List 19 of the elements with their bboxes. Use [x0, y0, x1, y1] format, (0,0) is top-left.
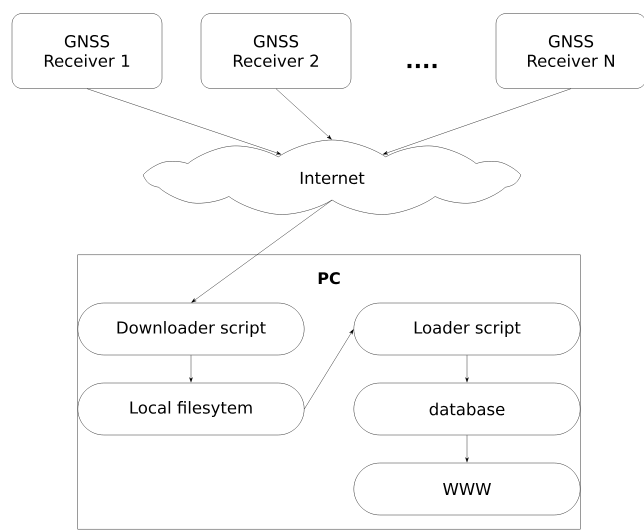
pc-heading: PC: [318, 272, 340, 284]
receiver-box: GNSS Receiver 2: [200, 13, 352, 89]
arrow: [191, 200, 332, 303]
process-box: WWW: [354, 462, 580, 516]
process-box: Downloader script: [78, 302, 304, 356]
process-box: Local filesytem: [78, 382, 304, 436]
process-box: database: [354, 382, 580, 436]
arrow: [304, 329, 354, 410]
internet-cloud: Internet: [142, 140, 522, 215]
arrow: [465, 435, 469, 462]
arrow: [86, 88, 282, 154]
process-box: Loader script: [354, 302, 580, 356]
arrow: [276, 88, 332, 140]
arrow: [382, 88, 572, 154]
receiver-box: GNSS Receiver N: [496, 13, 644, 89]
ellipsis: ....: [408, 64, 436, 68]
arrow: [465, 355, 469, 382]
receiver-box: GNSS Receiver 1: [12, 13, 162, 89]
arrow: [189, 355, 193, 382]
